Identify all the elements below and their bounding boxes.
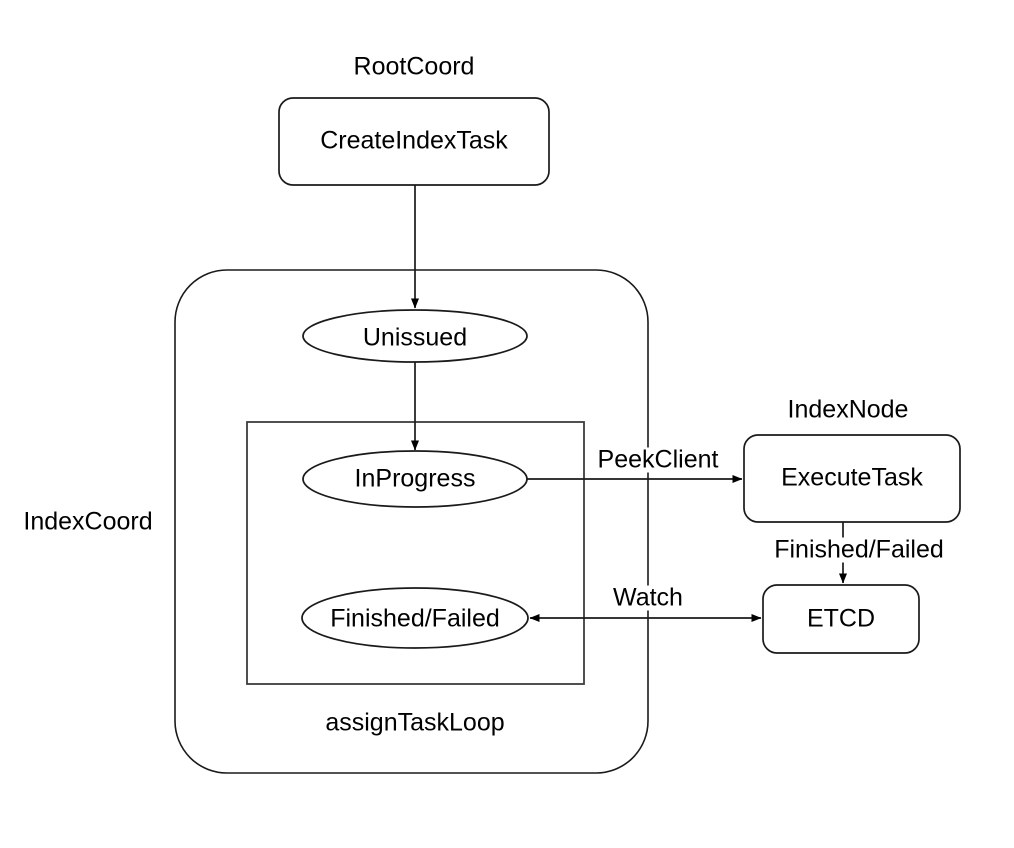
group-indexcoord-container — [174, 269, 649, 774]
node-in-progress-shape[interactable] — [302, 450, 528, 508]
node-execute-task-shape[interactable] — [743, 434, 961, 523]
node-etcd-shape[interactable] — [762, 584, 920, 654]
node-create-index-task-shape[interactable] — [278, 97, 550, 186]
node-unissued-shape[interactable] — [302, 309, 528, 363]
node-finished-failed-shape[interactable] — [301, 587, 529, 649]
